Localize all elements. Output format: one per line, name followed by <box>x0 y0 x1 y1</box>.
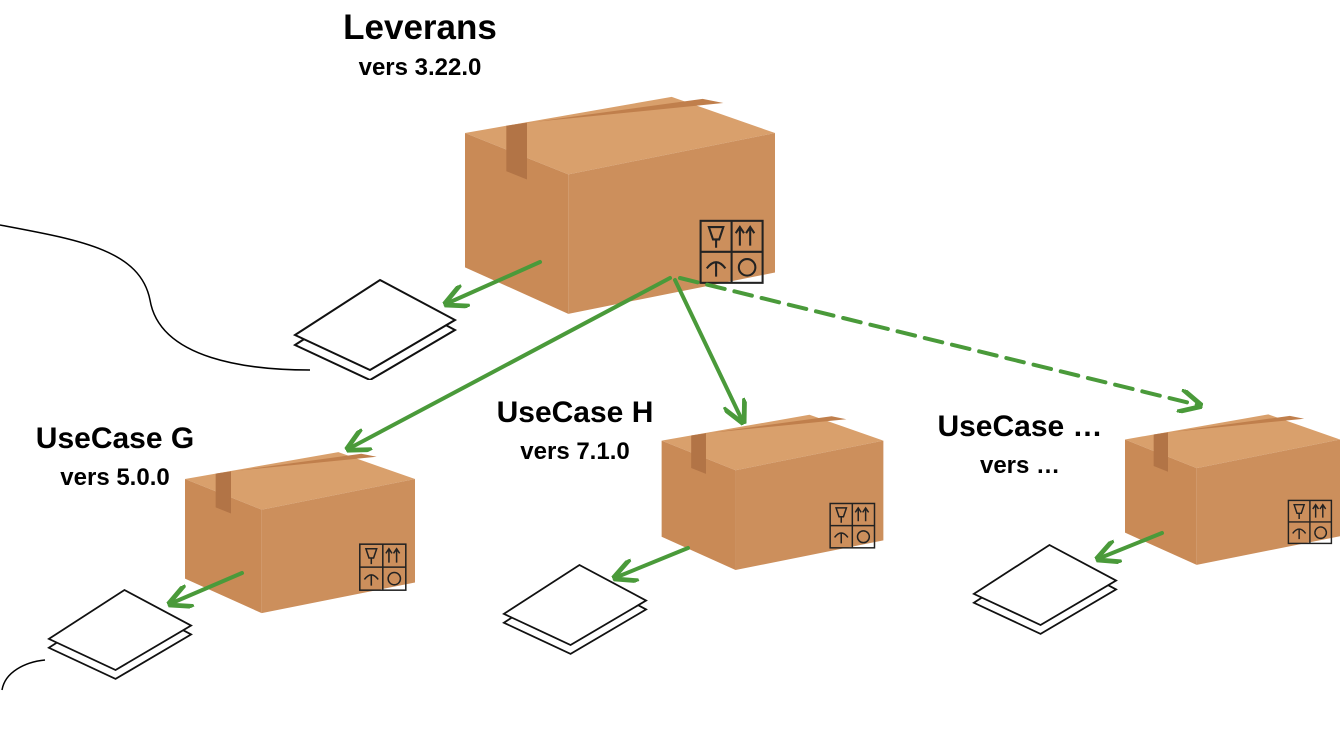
arrow-icon <box>350 276 672 448</box>
usecase-h-title: UseCase H <box>496 396 654 429</box>
main-package-version: vers 3.22.0 <box>358 54 482 81</box>
usecase-h-box-icon <box>660 414 885 570</box>
usecase-h-version: vers 7.1.0 <box>520 438 630 465</box>
callout-curve-top <box>0 224 311 371</box>
callout-curve-bottom <box>1 659 46 691</box>
usecase-g-version: vers 5.0.0 <box>60 464 170 491</box>
arrow-icon <box>673 278 742 420</box>
usecase-etc-title: UseCase … <box>937 410 1103 443</box>
usecase-g-box-icon <box>185 451 415 614</box>
usecase-etc-box-icon <box>1125 413 1340 566</box>
arrow-icon <box>448 260 542 303</box>
arrow-icon <box>617 546 690 577</box>
usecase-g-title: UseCase G <box>35 422 195 455</box>
usecase-g-document-icon <box>47 589 193 680</box>
arrow-icon <box>172 571 244 603</box>
main-document-icon <box>294 279 456 380</box>
main-package-title: Leverans <box>343 8 497 47</box>
usecase-h-document-icon <box>502 564 648 655</box>
arrow-icon <box>1100 531 1164 558</box>
usecase-etc-document-icon <box>972 544 1118 635</box>
main-box-icon <box>465 95 775 315</box>
dashed-arrow-icon <box>678 276 1198 405</box>
usecase-etc-version: vers … <box>979 452 1061 479</box>
